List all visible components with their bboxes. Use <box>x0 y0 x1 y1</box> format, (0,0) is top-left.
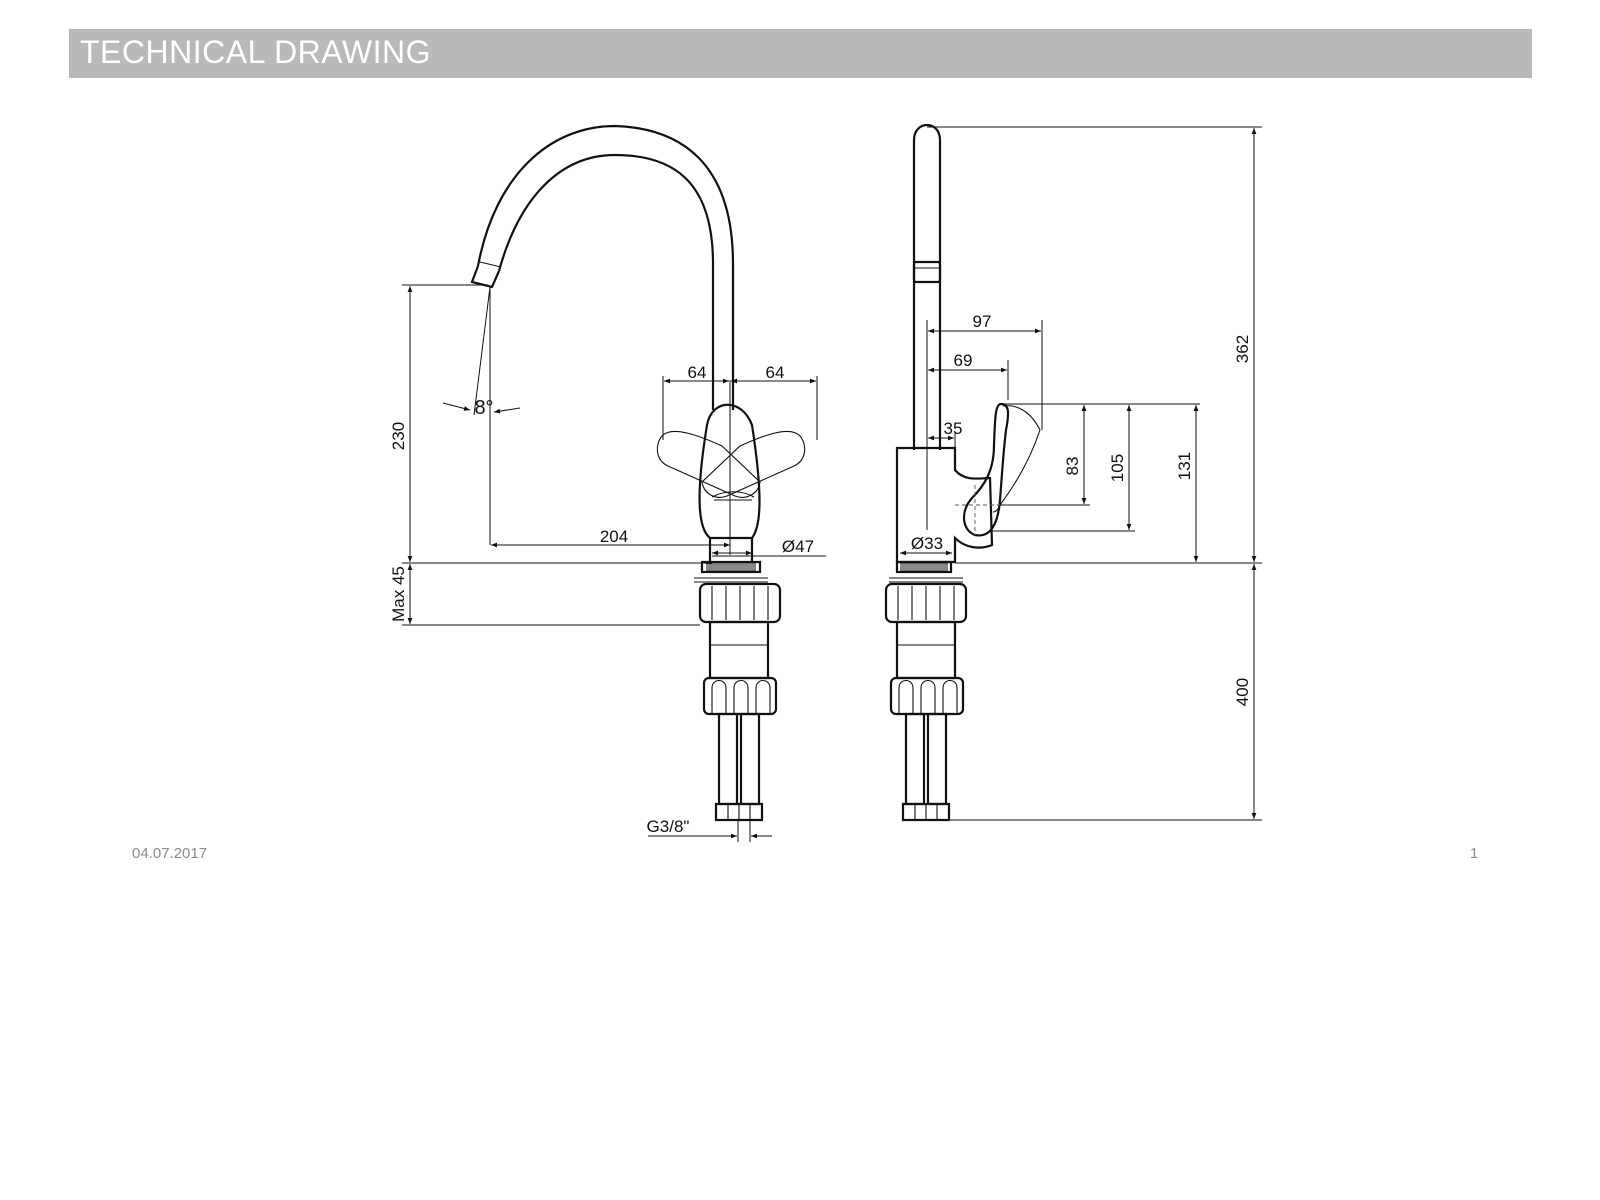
side-dimensions <box>900 126 1262 821</box>
dim-dia-47: Ø47 <box>782 537 814 556</box>
dim-400: 400 <box>1233 678 1252 706</box>
side-spout <box>912 124 942 450</box>
dim-64-left: 64 <box>688 363 707 382</box>
page-header: TECHNICAL DRAWING <box>69 29 1532 78</box>
dim-204: 204 <box>600 527 628 546</box>
dim-362: 362 <box>1233 335 1252 363</box>
side-body <box>895 446 994 564</box>
dim-131: 131 <box>1175 452 1194 480</box>
front-view <box>470 124 806 822</box>
dim-230: 230 <box>389 422 408 450</box>
dim-97: 97 <box>973 312 992 331</box>
side-view <box>884 124 1041 822</box>
dim-max-45: Max 45 <box>389 566 408 622</box>
dim-angle-8: 8° <box>474 397 493 419</box>
dim-35: 35 <box>944 419 963 438</box>
front-lever-left <box>656 430 761 498</box>
dim-64-right: 64 <box>766 363 785 382</box>
dim-dia-33: Ø33 <box>911 534 943 553</box>
front-dimensions <box>402 284 826 842</box>
side-lever <box>963 402 1010 537</box>
dim-105: 105 <box>1108 454 1127 482</box>
front-lever-right <box>701 430 806 498</box>
page-title: TECHNICAL DRAWING <box>80 34 432 70</box>
front-spout <box>476 124 735 410</box>
footer-date: 04.07.2017 <box>132 845 208 862</box>
dim-69: 69 <box>954 351 973 370</box>
dimension-labels: 230 8° 64 64 204 Ø47 Max 45 G3/8" 97 69 … <box>389 312 1252 836</box>
page-number: 1 <box>1470 845 1479 862</box>
dim-thread: G3/8" <box>647 817 690 836</box>
dim-83: 83 <box>1063 457 1082 476</box>
